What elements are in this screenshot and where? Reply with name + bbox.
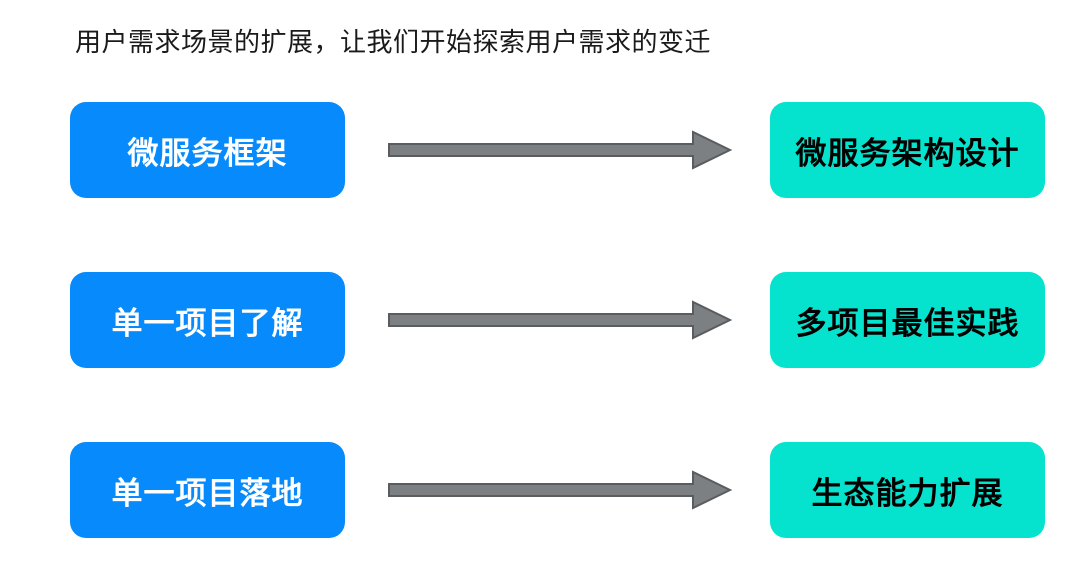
target-box: 微服务架构设计 — [770, 102, 1045, 198]
source-box: 微服务框架 — [70, 102, 345, 198]
source-box: 单一项目了解 — [70, 272, 345, 368]
arrow-right-icon — [388, 102, 733, 198]
source-box: 单一项目落地 — [70, 442, 345, 538]
arrow-right-icon — [388, 272, 733, 368]
target-box: 多项目最佳实践 — [770, 272, 1045, 368]
page-title: 用户需求场景的扩展，让我们开始探索用户需求的变迁 — [75, 27, 712, 57]
arrow-right-icon — [388, 442, 733, 538]
mapping-row: 单一项目了解 多项目最佳实践 — [0, 272, 1080, 368]
target-box: 生态能力扩展 — [770, 442, 1045, 538]
mapping-row: 单一项目落地 生态能力扩展 — [0, 442, 1080, 538]
mapping-row: 微服务框架 微服务架构设计 — [0, 102, 1080, 198]
